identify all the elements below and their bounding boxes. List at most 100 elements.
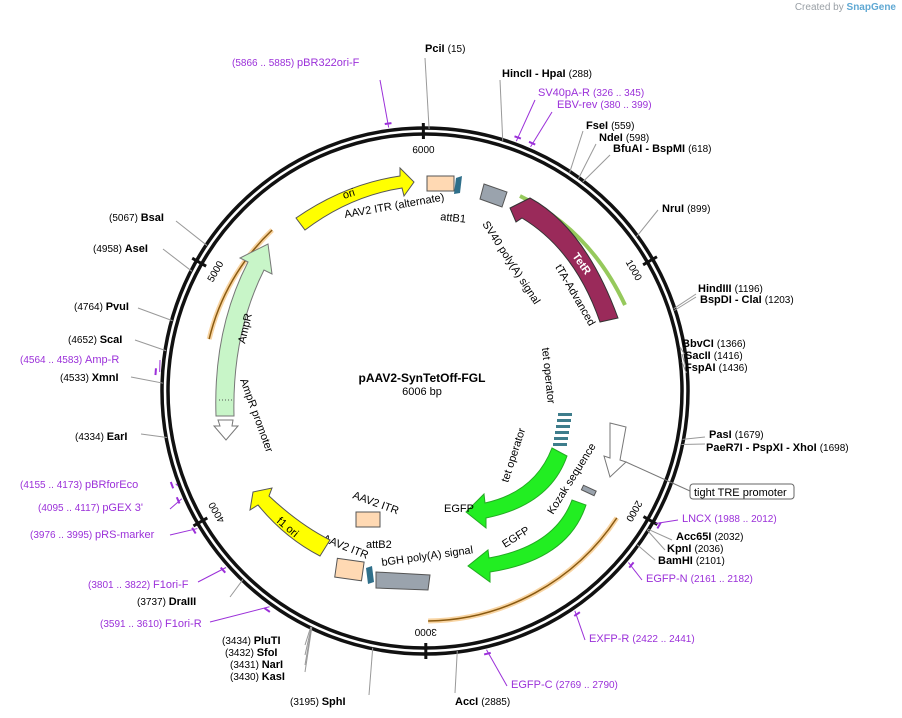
enzyme-leader-line [162,248,193,272]
attb2-box [366,566,374,584]
bgh-polya-box [375,571,431,591]
tick-mark [191,256,207,268]
primer-binding-mark [263,607,271,613]
tet-operator-label-2: tet operator [499,426,528,484]
enzyme-leader-line [499,79,504,141]
primer-label: (3976 .. 3995) pRS-marker [30,529,155,541]
enzyme-site-label: BamHI (2101) [658,555,725,567]
primer-leader-line [197,567,227,583]
tick-label: 5000 [206,259,227,284]
tick-label: 2000 [623,498,644,523]
primer-label: (4564 .. 4583) Amp-R [20,354,119,366]
enzyme-leader-line [137,307,173,322]
primer-leader-line [175,483,179,487]
enzyme-site-label: (4958) AseI [93,243,148,255]
enzyme-site-label: Acc65I (2032) [676,531,743,543]
enzyme-leader-line [569,130,584,173]
tick-label: 6000 [412,145,435,156]
primer-leader-line [655,519,679,525]
egfp-label-1: EGFP [444,503,474,515]
enzyme-leader-line [682,436,706,440]
enzyme-site-label: PaeR7I - PspXI - XhoI (1698) [706,442,849,454]
ori-label: ori [341,187,356,202]
enzyme-leader-line [679,346,685,355]
ampr-promoter-label: AmpR promoter [237,377,275,454]
enzyme-leader-line [454,650,458,694]
primer-binding-mark [175,496,181,504]
f1-ori-arrow [249,487,331,557]
annotation-arc-ampr-line [208,229,273,340]
primer-binding-mark [384,122,392,126]
primer-leader-line [486,649,508,687]
enzyme-site-label: NdeI (598) [599,132,649,144]
enzyme-leader-line [582,154,611,183]
snapgene-logo: SnapGene [846,2,896,13]
plasmid-size: 6006 bp [402,386,442,398]
enzyme-leader-line [424,57,430,130]
enzyme-site-label: BbvCI (1366) [682,338,746,350]
enzyme-site-label: (3432) SfoI [225,647,277,659]
enzyme-site-label: (3431) NarI [230,659,283,671]
primer-label: (4155 .. 4173) pBRforEco [20,479,138,491]
tet-operator-label-1: tet operator [539,347,557,405]
enzyme-site-label: (4652) ScaI [68,334,122,346]
primer-binding-mark [169,481,175,489]
tetr-arrow [509,197,619,323]
enzyme-site-label: (4533) XmnI [60,372,119,384]
enzyme-site-label: (3434) PluTI [222,635,281,647]
enzyme-leader-line [647,528,673,541]
sv40-polya-box [479,183,508,208]
enzyme-leader-line [673,293,697,310]
primer-binding-mark [514,135,522,140]
enzyme-site-label: KpnI (2036) [667,543,723,555]
enzyme-leader-line [304,626,312,656]
primer-leader-line [515,99,536,142]
egfp-arrow-2 [467,499,587,583]
aav2-itr-box-2 [355,511,381,528]
tick-mark [642,515,659,526]
tick-label: 4000 [207,499,228,524]
ampr-promoter-arrow [212,419,240,441]
tight-tre-promoter-label: tight TRE promoter [694,487,787,499]
primer-label: EGFP-C (2769 .. 2790) [511,679,618,691]
ori-arrow [295,166,415,231]
credit-prefix: Created by [794,2,844,13]
enzyme-site-label: BfuAI - BspMI (618) [613,143,712,155]
aav2-itr-box-1 [334,557,365,582]
enzyme-leader-line [304,627,313,666]
enzyme-leader-line [681,353,687,368]
enzyme-site-label: (3430) KasI [230,671,285,683]
primer-leader-line [379,79,390,128]
tick-mark [192,516,209,528]
enzyme-site-label: (4764) PvuI [74,301,129,313]
enzyme-leader-line [140,433,168,438]
primer-binding-mark [656,522,662,529]
attb2-label: attB2 [366,539,392,551]
primer-binding-mark [483,651,491,656]
primer-label: (5866 .. 5885) pBR322ori-F [232,57,360,69]
enzyme-site-label: SacII (1416) [685,350,743,362]
enzyme-site-label: FseI (559) [586,120,634,132]
enzyme-site-label: BspDI - ClaI (1203) [700,294,794,306]
aav2-itr-alternate-box [426,175,455,192]
aav2-itr-label-1: AAV2 ITR [321,533,370,562]
enzyme-site-label: (3195) SphI [290,696,346,708]
tick-mark [642,255,658,267]
primer-leader-line [530,111,553,148]
enzyme-leader-line [229,579,244,598]
primer-label: EBV-rev (380 .. 399) [557,99,652,111]
attb1-box [454,176,462,194]
tick-label: 3000 [414,626,437,637]
enzyme-leader-line [134,339,167,352]
egfp-arrow-1 [465,447,568,530]
enzyme-leader-line [577,143,597,179]
kozak-box [580,484,597,497]
enzyme-site-label: HincII - HpaI (288) [502,68,592,80]
enzyme-site-label: PciI (15) [425,43,465,55]
primer-leader-line [169,498,183,510]
enzyme-site-label: (4334) EarI [75,431,127,443]
primer-binding-mark [191,527,197,535]
primer-label: (3801 .. 3822) F1ori-F [88,579,189,591]
annotation-arc-egfp-line [428,517,618,622]
